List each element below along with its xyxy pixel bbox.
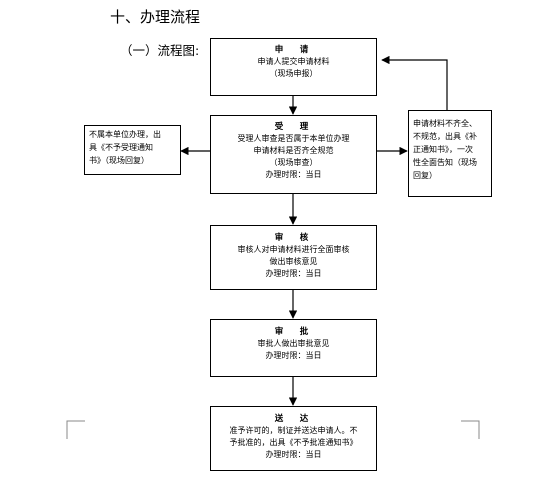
rejection-note-line: 具《不予受理通知 (89, 143, 153, 152)
correction-note-line: 性全面告知（现场 (413, 158, 477, 167)
correction-note-line: 回复） (413, 171, 437, 180)
rejection-note: 不属本单位办理，出 具《不予受理通知 书》（现场回复） (84, 125, 181, 175)
step-deliver-title: 送 达 (274, 414, 313, 424)
page-margin-mark-right (461, 420, 480, 439)
step-apply: 申 请 申请人提交申请材料 （现场申报） (210, 38, 377, 96)
correction-note-line: 正通知书》，一次 (413, 145, 473, 154)
step-accept: 受 理 受理人审查是否属于本单位办理 申请材料是否齐全规范 （现场审查） 办理时… (210, 115, 377, 194)
step-accept-line: （现场审查） (269, 158, 318, 167)
step-review-line: 审核人对申请材料进行全面审核 (237, 245, 350, 254)
step-accept-line: 受理人审查是否属于本单位办理 (237, 134, 350, 143)
step-accept-line: 办理时限：当日 (265, 170, 322, 179)
step-review: 审 核 审核人对申请材料进行全面审核 做出审核意见 办理时限：当日 (210, 225, 377, 290)
step-accept-title: 受 理 (274, 122, 313, 132)
step-review-line: 做出审核意见 (269, 257, 318, 266)
step-apply-line: 申请人提交申请材料 (257, 57, 330, 66)
step-deliver: 送 达 准予许可的，制证并送达申请人。不 予批准的，出具《不予批准通知书》 办理… (210, 406, 377, 471)
section-heading: 十、办理流程 (110, 8, 201, 26)
step-accept-line: 申请材料是否齐全规范 (253, 146, 334, 155)
arrow-right-note-to-apply (381, 55, 448, 110)
step-approve-title: 审 批 (274, 327, 313, 337)
step-deliver-line: 办理时限：当日 (265, 450, 322, 459)
step-apply-line: （现场申报） (269, 69, 318, 78)
step-deliver-line: 准予许可的，制证并送达申请人。不 (229, 426, 358, 435)
step-approve-line: 审批人做出审批意见 (257, 339, 330, 348)
step-apply-title: 申 请 (274, 45, 313, 55)
step-approve-line: 办理时限：当日 (265, 351, 322, 360)
step-approve: 审 批 审批人做出审批意见 办理时限：当日 (210, 319, 377, 377)
rejection-note-line: 书》（现场回复） (89, 156, 149, 165)
page-margin-mark-left (66, 420, 85, 439)
correction-note-line: 申请材料不齐全、 (413, 119, 477, 128)
flowchart-subheading: （一）流程图: (120, 43, 200, 58)
step-review-line: 办理时限：当日 (265, 269, 322, 278)
rejection-note-line: 不属本单位办理，出 (89, 130, 161, 139)
correction-note: 申请材料不齐全、 不规范，出具《补 正通知书》，一次 性全面告知（现场 回复） (408, 110, 492, 197)
step-review-title: 审 核 (274, 233, 313, 243)
step-deliver-line: 予批准的，出具《不予批准通知书》 (229, 438, 358, 447)
correction-note-line: 不规范，出具《补 (413, 132, 477, 141)
